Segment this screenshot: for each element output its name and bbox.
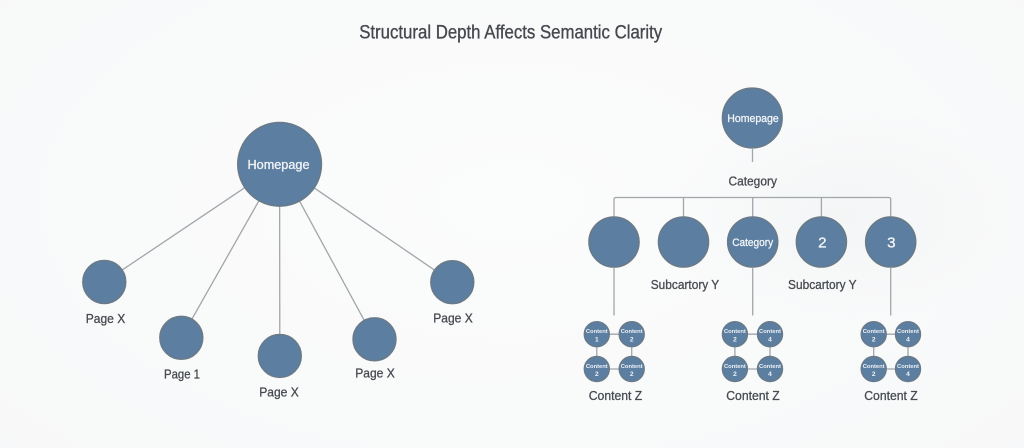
svg-text:2: 2 [595, 371, 599, 378]
svg-text:2: 2 [872, 371, 876, 378]
svg-text:Content Z: Content Z [864, 388, 918, 403]
svg-text:Category: Category [728, 174, 777, 189]
svg-text:2: 2 [818, 235, 826, 252]
svg-text:4: 4 [906, 336, 910, 343]
svg-text:3: 3 [887, 235, 895, 252]
svg-text:1: 1 [595, 336, 599, 343]
svg-text:2: 2 [630, 336, 634, 343]
svg-text:Page X: Page X [433, 311, 473, 326]
svg-text:Content: Content [586, 364, 608, 370]
svg-text:Content: Content [897, 329, 919, 335]
svg-text:Homepage: Homepage [727, 113, 779, 125]
svg-text:Homepage: Homepage [248, 157, 310, 172]
svg-text:Structural Depth Affects Seman: Structural Depth Affects Semantic Clarit… [359, 23, 662, 44]
svg-text:4: 4 [906, 371, 910, 378]
svg-text:Page X: Page X [355, 366, 395, 381]
svg-text:Page 1: Page 1 [164, 367, 200, 382]
svg-text:Content: Content [621, 329, 643, 335]
svg-text:Category: Category [732, 237, 773, 249]
svg-text:2: 2 [733, 336, 737, 343]
svg-text:Page X: Page X [86, 311, 126, 326]
svg-text:2: 2 [630, 371, 634, 378]
svg-text:Subcartory Y: Subcartory Y [651, 277, 720, 292]
svg-text:Content: Content [759, 329, 781, 335]
svg-text:Page X: Page X [259, 385, 299, 400]
svg-text:Subcartory Y: Subcartory Y [788, 277, 857, 292]
svg-text:Content: Content [724, 364, 746, 370]
svg-text:4: 4 [768, 336, 772, 343]
svg-text:Content: Content [897, 364, 919, 370]
svg-text:2: 2 [733, 371, 737, 378]
svg-text:Content: Content [863, 364, 885, 370]
svg-text:Content Z: Content Z [589, 388, 643, 403]
svg-text:Content: Content [724, 329, 746, 335]
svg-text:Content: Content [863, 329, 885, 335]
svg-text:4: 4 [768, 371, 772, 378]
svg-text:Content: Content [759, 364, 781, 370]
svg-text:Content Z: Content Z [726, 388, 780, 403]
svg-text:Content: Content [621, 364, 643, 370]
svg-text:Content: Content [586, 329, 608, 335]
svg-text:2: 2 [872, 336, 876, 343]
